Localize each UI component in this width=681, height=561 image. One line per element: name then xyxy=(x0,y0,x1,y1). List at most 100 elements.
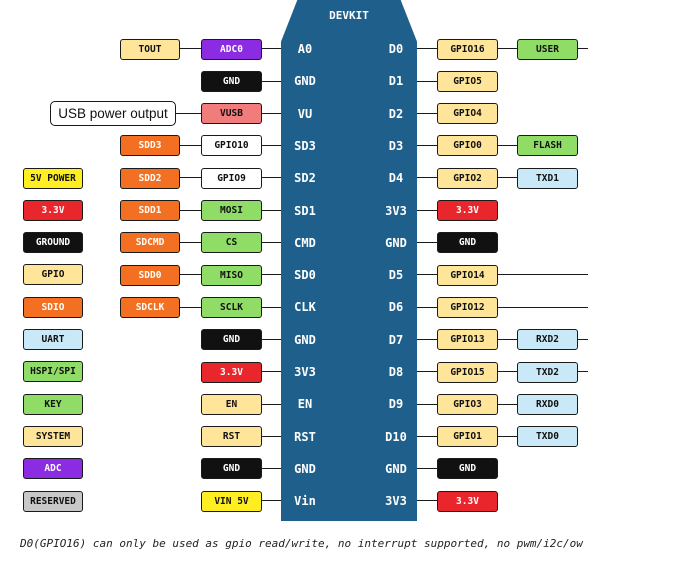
legend-item: SDIO xyxy=(23,296,83,318)
pin-label-left: SD3 xyxy=(294,138,316,153)
connector-line xyxy=(498,371,517,373)
function-label: SCLK xyxy=(201,296,262,318)
connector-line xyxy=(417,306,437,308)
function-label: GPIO0 xyxy=(437,135,498,157)
connector-line xyxy=(417,209,437,211)
legend-item: HSPI/SPI xyxy=(23,361,83,383)
function-label: SDD2 xyxy=(120,167,180,189)
function-label: 3.3V xyxy=(437,200,498,221)
legend-item: ADC xyxy=(23,458,83,480)
pin-label-left: GND xyxy=(294,332,316,347)
connector-line xyxy=(417,371,437,373)
pin-label-right: D10 xyxy=(385,429,407,444)
pin-label-right: D0 xyxy=(388,42,404,56)
connector-line xyxy=(262,468,281,470)
legend-item: GROUND xyxy=(23,232,83,254)
connector-line xyxy=(417,338,437,340)
usb-power-callout: USB power output xyxy=(50,101,176,126)
connector-line xyxy=(417,145,437,147)
pin-label-left: SD0 xyxy=(294,268,316,283)
function-label: 3.3V xyxy=(437,490,498,512)
connector-line xyxy=(417,274,437,276)
callout-line xyxy=(176,112,201,114)
function-label: GND xyxy=(201,329,262,351)
legend-item: 3.3V xyxy=(23,199,83,221)
pin-label-left: CMD xyxy=(294,235,316,250)
connector-line xyxy=(262,403,281,405)
legend-item: GPIO xyxy=(23,264,83,286)
connector-line xyxy=(262,500,281,502)
connector-line xyxy=(262,112,281,114)
function-label: GPIO16 xyxy=(437,38,498,60)
pin-label-right: GND xyxy=(385,235,407,250)
function-label: SDD0 xyxy=(120,264,180,286)
connector-line xyxy=(498,274,588,276)
connector-line xyxy=(417,177,437,179)
function-label: TXD0 xyxy=(517,426,578,448)
pin-label-right: D8 xyxy=(388,365,404,379)
pin-label-right: D9 xyxy=(388,397,404,412)
legend-item: KEY xyxy=(23,393,83,415)
function-label: GPIO9 xyxy=(201,167,262,189)
legend-item: 5V POWER xyxy=(23,167,83,189)
pin-label-left: GND xyxy=(294,461,316,476)
pin-label-left: EN xyxy=(297,397,313,412)
connector-line xyxy=(417,80,437,82)
function-label: ADC0 xyxy=(201,38,262,60)
pin-label-right: GND xyxy=(385,461,407,476)
board-title: DEVKIT xyxy=(329,9,369,22)
function-label: GPIO4 xyxy=(437,103,498,125)
function-label: EN xyxy=(201,393,262,415)
pin-label-left: CLK xyxy=(294,300,316,315)
function-label: CS xyxy=(201,232,262,254)
connector-line xyxy=(578,338,588,340)
function-label: SDD3 xyxy=(120,135,180,157)
function-label: SDCMD xyxy=(120,232,180,254)
function-label: FLASH xyxy=(517,135,578,157)
function-label: MISO xyxy=(201,264,262,286)
connector-line xyxy=(417,435,437,437)
connector-line xyxy=(262,435,281,437)
function-label: SDCLK xyxy=(120,296,180,318)
pin-label-left: GND xyxy=(294,74,316,89)
connector-line xyxy=(498,177,517,179)
function-label: USER xyxy=(517,38,578,60)
connector-line xyxy=(262,371,281,373)
function-label: GPIO5 xyxy=(437,70,498,92)
function-label: RXD2 xyxy=(517,329,578,351)
function-label: GND xyxy=(201,70,262,92)
legend-item: SYSTEM xyxy=(23,425,83,447)
function-label: GPIO3 xyxy=(437,393,498,415)
pin-label-right: D2 xyxy=(388,106,404,121)
connector-line xyxy=(498,403,517,405)
function-label: RST xyxy=(201,426,262,448)
connector-line xyxy=(578,371,588,373)
pin-label-right: D1 xyxy=(388,74,404,89)
connector-line xyxy=(498,48,517,50)
pin-label-left: SD2 xyxy=(294,171,316,186)
connector-line xyxy=(262,338,281,340)
function-label: GND xyxy=(437,458,498,480)
devkit-board xyxy=(281,0,417,521)
pin-label-right: D3 xyxy=(388,138,404,153)
function-label: MOSI xyxy=(201,200,262,221)
connector-line xyxy=(417,468,437,470)
pin-label-left: Vin xyxy=(294,494,316,509)
function-label: GND xyxy=(201,458,262,480)
connector-line xyxy=(417,500,437,502)
function-label: TOUT xyxy=(120,38,180,60)
function-label: GPIO12 xyxy=(437,296,498,318)
function-label: VUSB xyxy=(201,103,262,125)
legend-item: RESERVED xyxy=(23,490,83,512)
function-label: GPIO14 xyxy=(437,264,498,286)
pin-label-right: D6 xyxy=(388,300,404,315)
function-label: GPIO1 xyxy=(437,426,498,448)
pin-label-right: D4 xyxy=(388,171,404,186)
connector-line xyxy=(578,48,588,50)
connector-line xyxy=(262,80,281,82)
pin-label-left: RST xyxy=(294,429,316,444)
connector-line xyxy=(498,306,588,308)
pin-label-left: A0 xyxy=(297,42,313,56)
connector-line xyxy=(417,48,437,50)
